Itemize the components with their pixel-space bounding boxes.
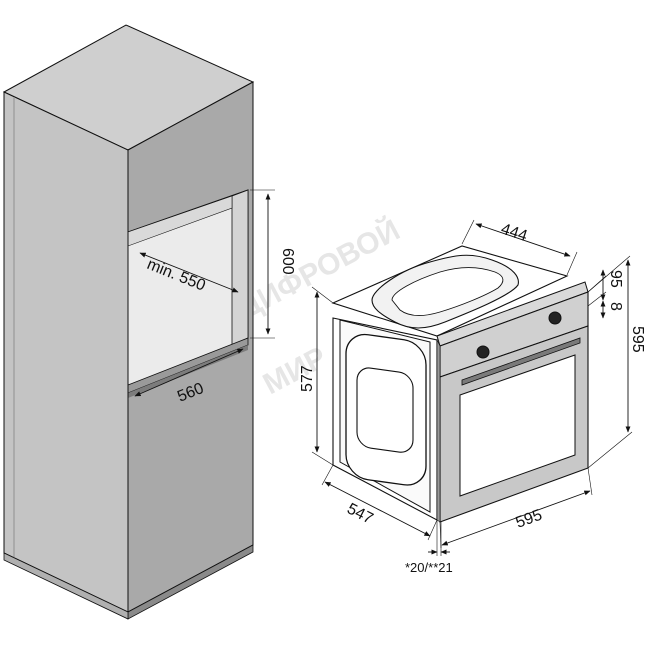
oven-handle xyxy=(461,337,581,386)
dim-oven-width: 595 xyxy=(514,507,545,532)
dim-cabinet-height: 600 xyxy=(279,248,296,275)
tall-cabinet xyxy=(2,24,255,620)
dim-oven-depth: 547 xyxy=(344,500,376,527)
dim-oven-small-gap: 8 xyxy=(607,302,624,311)
oven-knob-left xyxy=(476,345,490,359)
cabinet-front-face xyxy=(3,91,129,613)
dim-oven-note: *20/**21 xyxy=(405,560,453,575)
dim-oven-top: 444 xyxy=(499,221,530,245)
dim-oven-side-height: 577 xyxy=(299,365,316,392)
oven xyxy=(331,245,589,523)
oven-knob-right xyxy=(548,311,562,325)
oven-window xyxy=(459,354,576,497)
dim-oven-front-height: 595 xyxy=(629,326,646,353)
dim-oven-small-top: 95 xyxy=(607,270,624,288)
watermark-line2: МИР xyxy=(258,341,332,401)
